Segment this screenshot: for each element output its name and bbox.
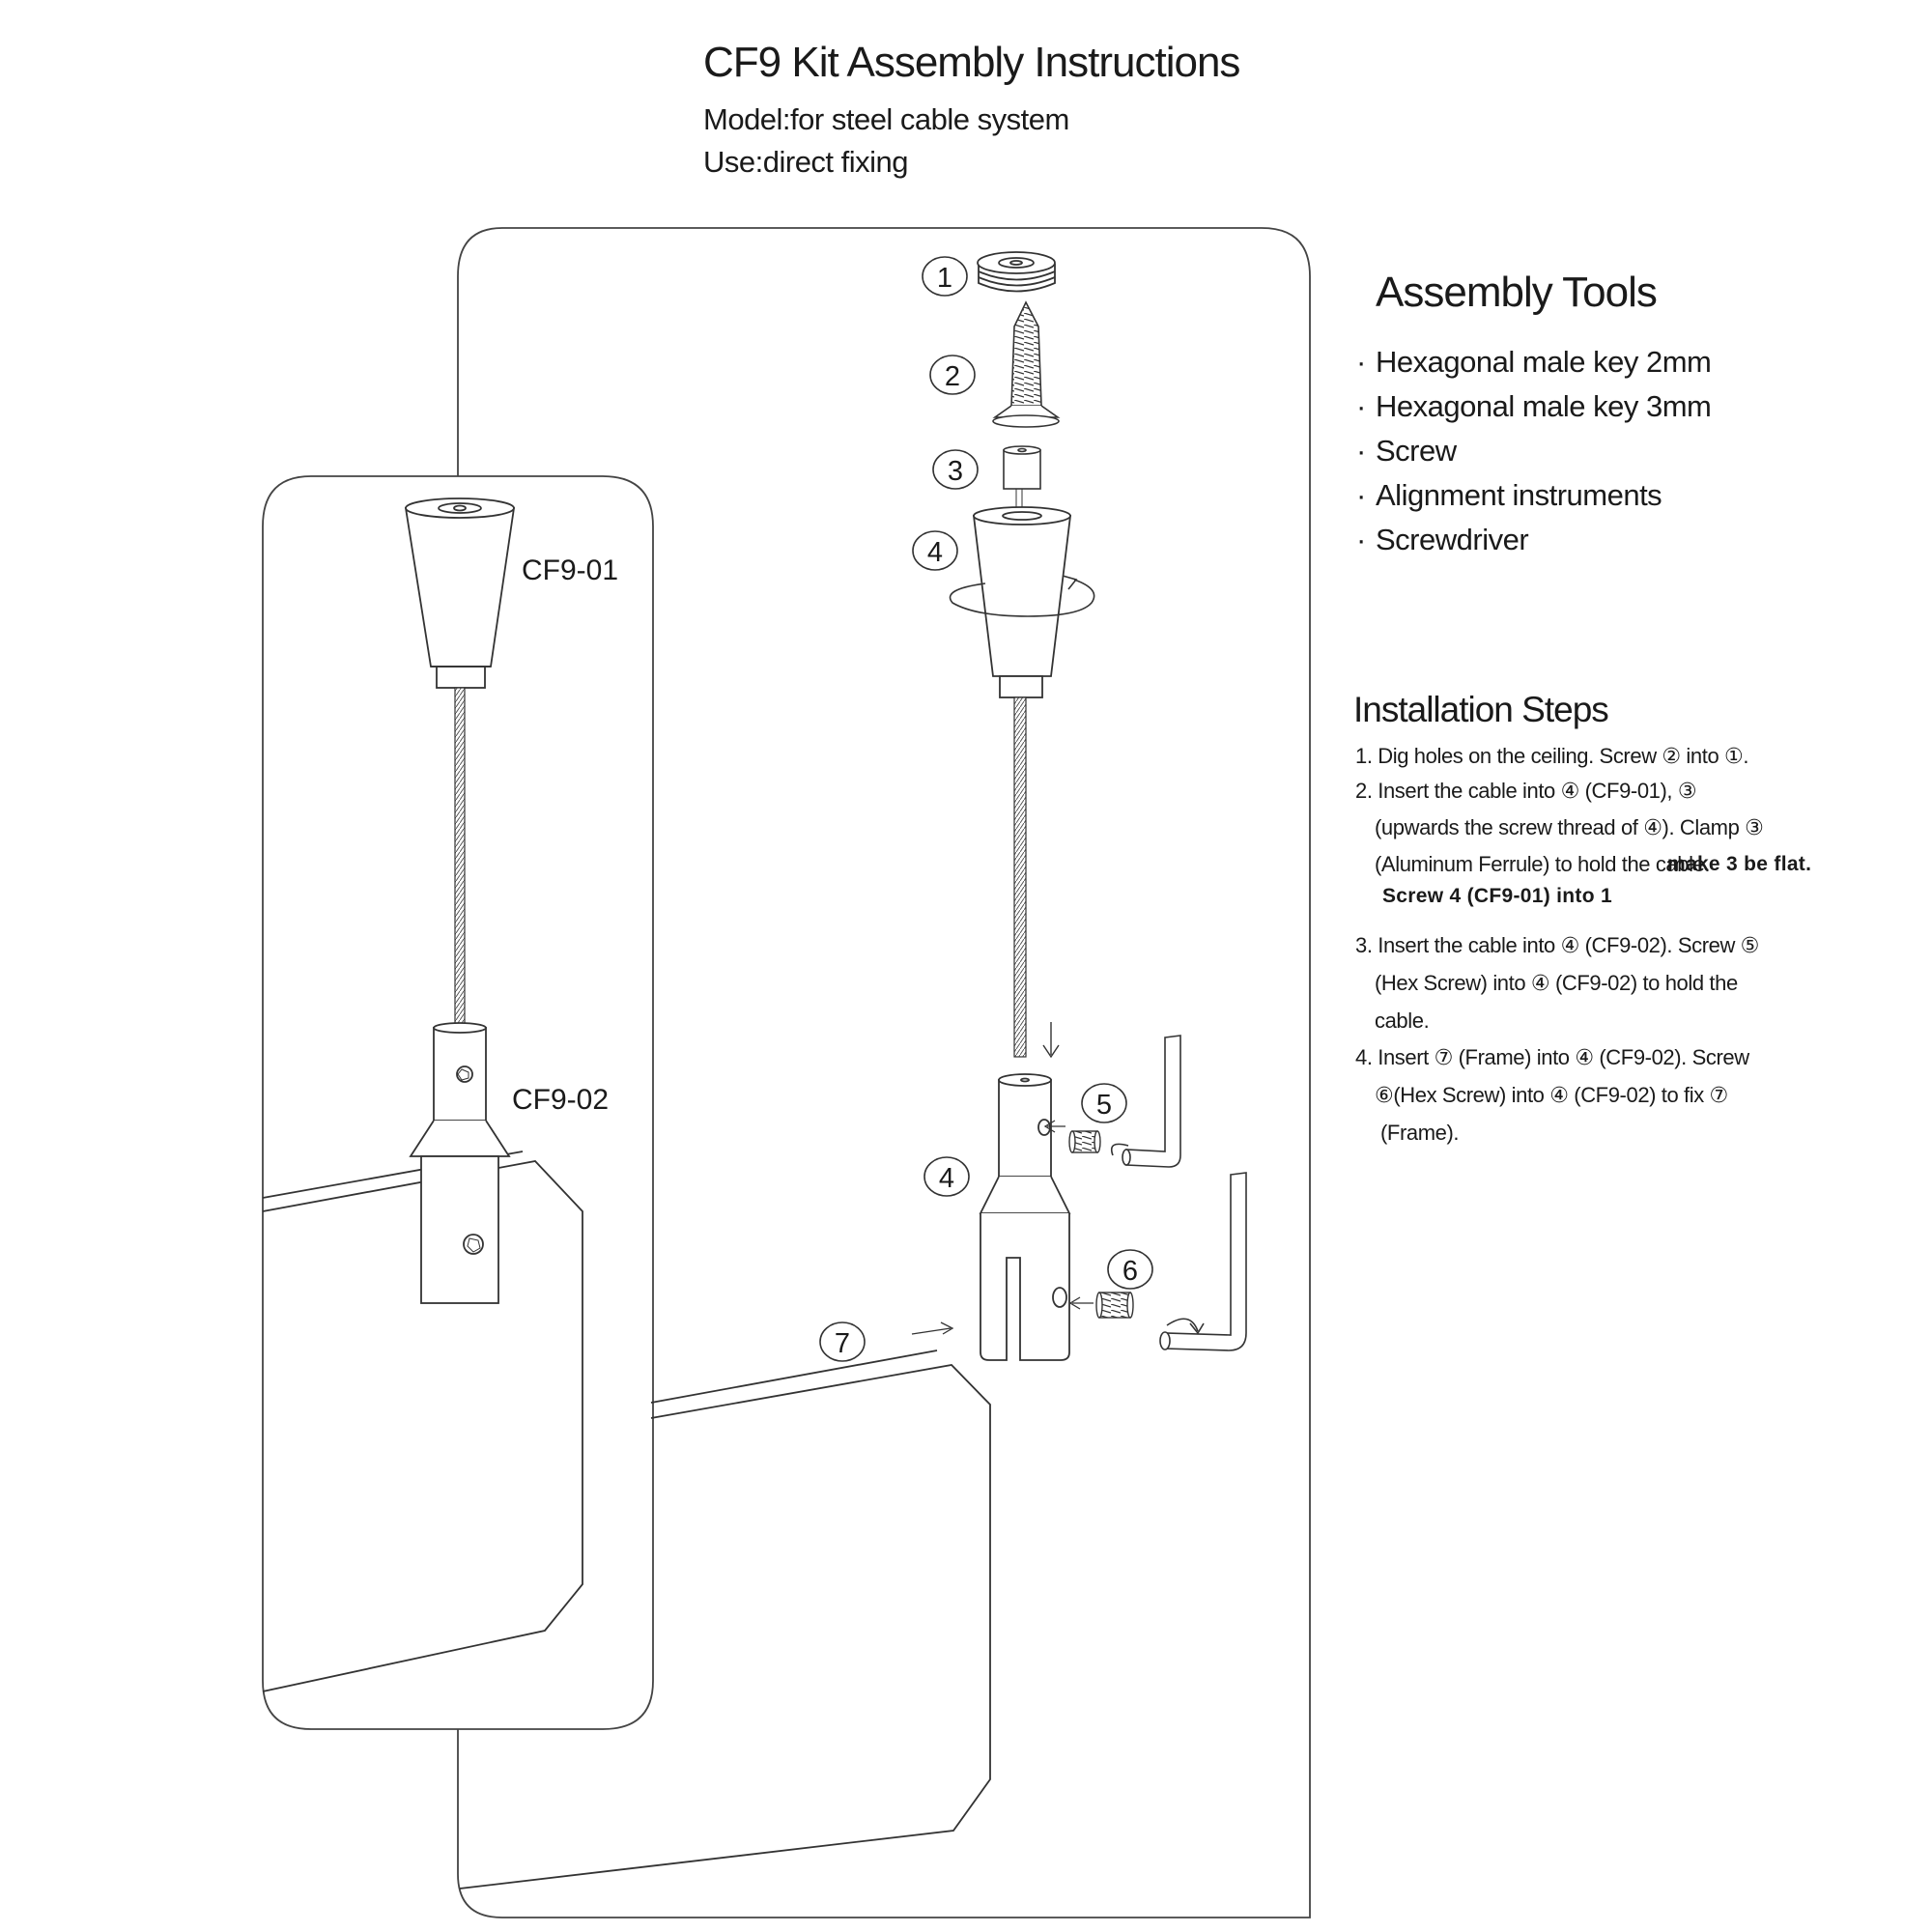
right-arrow-icon (911, 1321, 954, 1335)
right-arrow-icon (1068, 1296, 1094, 1310)
tool-label: Hexagonal male key 3mm (1376, 389, 1712, 423)
detail-cable (454, 687, 466, 1029)
callout-5: 5 (1096, 1090, 1112, 1121)
part-1-ceiling-plug (977, 251, 1056, 293)
installation-steps-heading: Installation Steps (1353, 690, 1609, 729)
tool-item: · Screw (1356, 429, 1711, 473)
part-4-cf9-02-fitting (979, 1073, 1071, 1361)
tool-label: Screwdriver (1376, 523, 1529, 556)
circle-number-icon (819, 256, 1153, 1362)
callout-4-top: 4 (927, 537, 943, 568)
callout-2: 2 (945, 361, 960, 392)
down-arrow-icon (1042, 1022, 1060, 1059)
bullet-icon: · (1356, 523, 1366, 556)
callout-4-bottom: 4 (939, 1163, 954, 1194)
step-line: 4. Insert ⑦ (Frame) into ④ (CF9-02). Scr… (1355, 1045, 1749, 1069)
rotation-arrow-icon (949, 575, 1095, 617)
part-label-cf9-01: CF9-01 (522, 554, 618, 586)
step-line: 3. Insert the cable into ④ (CF9-02). Scr… (1355, 933, 1760, 957)
hex-key-icon (1159, 1172, 1247, 1351)
step-note: Screw 4 (CF9-01) into 1 (1382, 885, 1612, 907)
step-line: 1. Dig holes on the ceiling. Screw ② int… (1355, 744, 1749, 768)
bullet-icon: · (1356, 434, 1366, 468)
part-label-cf9-02: CF9-02 (512, 1084, 609, 1116)
part-5-hex-screw (1068, 1130, 1101, 1153)
part-2-screw (992, 300, 1061, 428)
tool-item: · Hexagonal male key 3mm (1356, 384, 1712, 429)
use-line: Use:direct fixing (703, 145, 909, 179)
assembly-tools-heading: Assembly Tools (1376, 269, 1658, 316)
part-6-hex-screw (1095, 1292, 1134, 1319)
tool-label: Hexagonal male key 2mm (1376, 345, 1712, 379)
callout-6: 6 (1122, 1256, 1138, 1287)
page-title: CF9 Kit Assembly Instructions (703, 39, 1240, 86)
step-line: ⑥(Hex Screw) into ④ (CF9-02) to fix ⑦ (1375, 1083, 1728, 1107)
step-line: (Hex Screw) into ④ (CF9-02) to hold the (1375, 971, 1738, 995)
step-line: cable. (1375, 1009, 1430, 1033)
part-4-cf9-01-cone (972, 506, 1072, 698)
detail-cf9-01-cone (404, 497, 516, 689)
part-3-ferrule (1003, 445, 1041, 522)
main-frame-board (459, 1350, 991, 1889)
tool-item: · Alignment instruments (1356, 473, 1711, 518)
tool-label: Screw (1376, 434, 1457, 468)
step-line: (Aluminum Ferrule) to hold the cable. (1375, 852, 1711, 876)
bullet-icon: · (1356, 345, 1366, 379)
step-note: make 3 be flat. (1667, 853, 1812, 875)
step-line: (Frame). (1380, 1121, 1460, 1145)
bullet-icon: · (1356, 478, 1366, 512)
callout-3: 3 (948, 456, 963, 487)
step-line: (upwards the screw thread of ④). Clamp ③ (1375, 815, 1764, 839)
assembly-tools-list: · Hexagonal male key 2mm · Hexagonal male … (1356, 340, 1712, 562)
callout-7: 7 (835, 1328, 850, 1359)
main-panel-frame (457, 227, 1311, 1918)
detail-cf9-02-fitting (409, 1022, 511, 1304)
hex-key-icon (1110, 1035, 1181, 1168)
tool-item: · Hexagonal male key 2mm (1356, 340, 1712, 384)
tool-label: Alignment instruments (1376, 478, 1662, 512)
main-cable (1013, 696, 1027, 1058)
step-line: 2. Insert the cable into ④ (CF9-01), ③ (1355, 779, 1697, 803)
bullet-icon: · (1356, 389, 1366, 423)
callout-1: 1 (937, 263, 952, 294)
tool-item: · Screwdriver (1356, 518, 1711, 562)
model-line: Model:for steel cable system (703, 102, 1069, 136)
right-arrow-icon (1043, 1120, 1065, 1133)
